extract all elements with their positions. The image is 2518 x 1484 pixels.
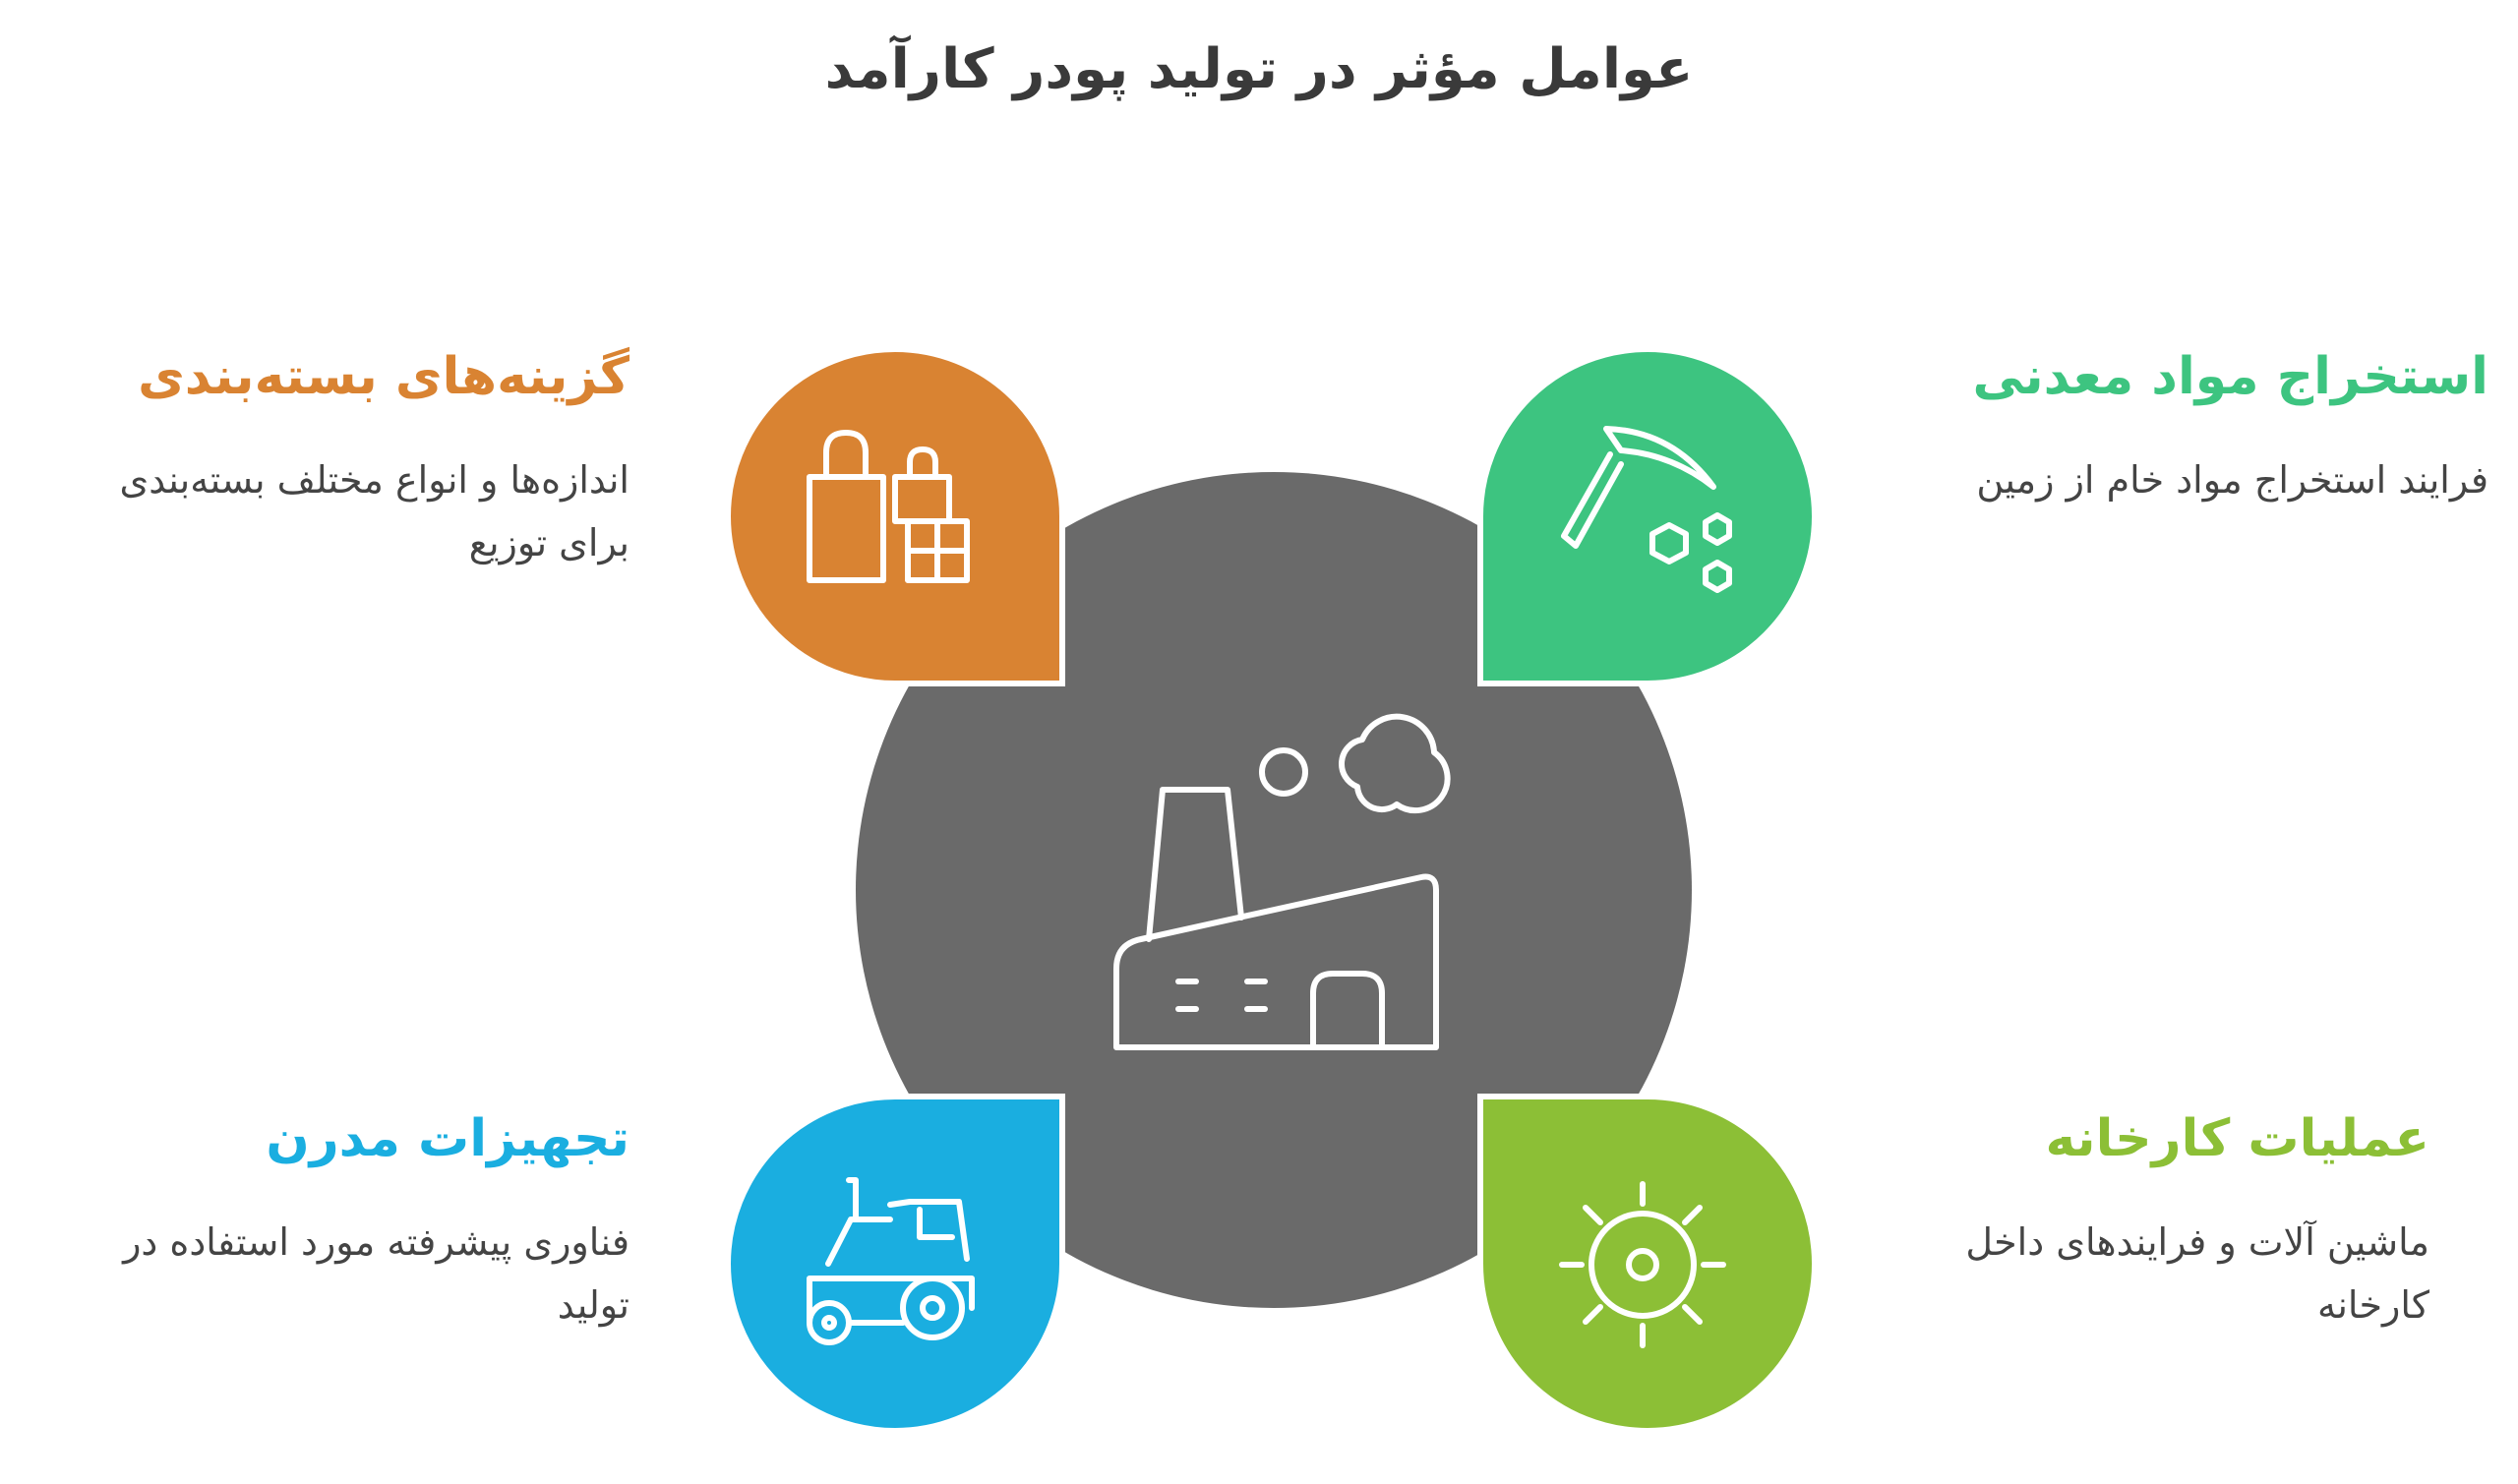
gear-icon <box>1559 1181 1726 1348</box>
shopping-bag-icon <box>807 430 970 583</box>
factory-icon <box>1113 713 1451 1050</box>
equipment-item: تجهیزات مدرن فناوری پیشرفته مورد استفاده… <box>69 1108 630 1336</box>
packaging-heading: گزینه‌های بسته‌بندی <box>138 347 630 406</box>
tractor-icon <box>807 1177 975 1345</box>
operations-item: عملیات کارخانه ماشین آلات و فرایندهای دا… <box>1898 1108 2429 1336</box>
mining-heading: استخراج مواد معدنی <box>1972 347 2488 406</box>
packaging-item: گزینه‌های بسته‌بندی اندازه‌ها و انواع مخ… <box>69 346 630 574</box>
operations-petal <box>1477 1094 1818 1434</box>
mining-item: استخراج مواد معدنی فرایند استخراج مواد خ… <box>1898 346 2488 511</box>
packaging-description: اندازه‌ها و انواع مختلف بسته‌بندی برای ت… <box>119 458 630 565</box>
operations-heading: عملیات کارخانه <box>2045 1109 2429 1168</box>
mining-petal <box>1477 346 1818 686</box>
diagram-title: عوامل مؤثر در تولید پودر کارآمد <box>824 37 1694 101</box>
mining-description: فرایند استخراج مواد خام از زمین <box>1976 458 2488 503</box>
equipment-petal <box>725 1094 1065 1434</box>
pickaxe-icon <box>1561 426 1732 593</box>
operations-description: ماشین آلات و فرایندهای داخل کارخانه <box>1965 1220 2429 1328</box>
equipment-description: فناوری پیشرفته مورد استفاده در تولید <box>123 1220 630 1328</box>
equipment-heading: تجهیزات مدرن <box>266 1109 630 1168</box>
